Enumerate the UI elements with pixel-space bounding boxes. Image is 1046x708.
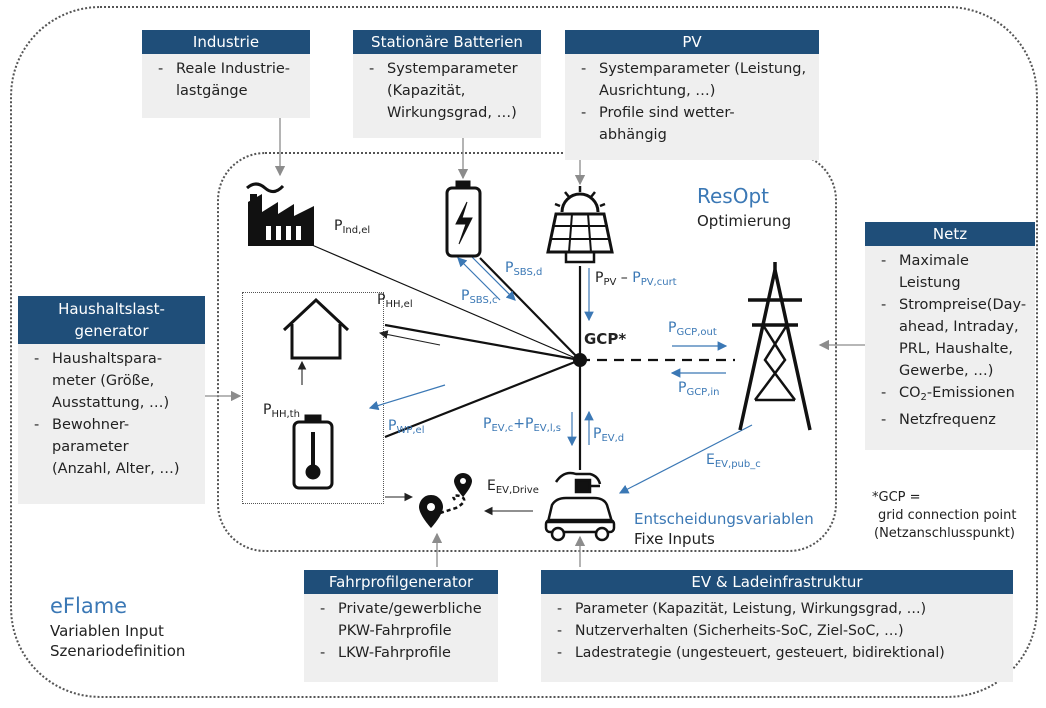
haushalt-box: Haushaltslast-generator Haushaltspara-me…	[18, 296, 205, 504]
label-p-pv: PPV – PPV,curt	[595, 270, 677, 288]
pv-box: PV Systemparameter (Leistung, Ausrichtun…	[565, 30, 819, 160]
label-p-hh-th: PHH,th	[263, 402, 300, 420]
house-icon	[282, 297, 350, 360]
label-p-ind-el: PInd,el	[334, 218, 371, 236]
gcp-node	[573, 353, 587, 367]
ev-title: EV & Ladeinfrastruktur	[541, 570, 1013, 594]
route-icon	[419, 473, 472, 528]
industrie-title: Industrie	[142, 30, 310, 54]
pv-item-1: Systemparameter (Leistung, Ausrichtung, …	[573, 58, 813, 102]
factory-icon	[246, 182, 314, 246]
netz-item-1: Maximale Leistung	[873, 250, 999, 294]
heat-storage-icon	[292, 414, 334, 490]
label-p-sbs-c: PSBS,c	[461, 288, 498, 306]
batterien-item: Systemparameter (Kapazität, Wirkungsgrad…	[361, 58, 535, 124]
gcp-note-line3: (Netzanschlusspunkt)	[874, 526, 1015, 541]
batterien-box: Stationäre Batterien Systemparameter (Ka…	[353, 30, 541, 138]
fahrprofil-box: Fahrprofilgenerator Private/gewerbliche …	[304, 570, 498, 682]
fahrprofil-title: Fahrprofilgenerator	[304, 570, 498, 594]
fahrprofil-item-2: LKW-Fahrprofile	[312, 642, 492, 664]
line-sbs	[479, 257, 581, 361]
netz-item-2: Strompreise(Day-ahead, Intraday, PRL, Ha…	[873, 294, 1026, 382]
legend-black: Fixe Inputs	[634, 530, 715, 548]
arrow-sbs-c	[457, 257, 501, 301]
netz-box: Netz Maximale Leistung Strompreise(Day-a…	[865, 222, 1035, 450]
haushalt-item-2: Bewohner-parameter (Anzahl, Alter, …)	[26, 414, 192, 480]
label-p-sbs-d: PSBS,d	[505, 260, 543, 278]
eflame-line2: Szenariodefinition	[50, 642, 186, 660]
label-p-ev-d: PEV,d	[593, 426, 625, 444]
industrie-item: Reale Industrie-lastgänge	[150, 58, 292, 102]
haushalt-item-1: Haushaltspara-meter (Größe, Ausstattung,…	[26, 348, 182, 414]
label-p-ev-c: PEV,c+PEV,l,s	[483, 416, 561, 434]
eflame-title: eFlame	[50, 594, 128, 618]
label-p-hh-el: PHH,el	[377, 292, 413, 310]
arrow-hh-el	[378, 330, 441, 346]
gcp-note-line2: grid connection point	[878, 508, 1017, 523]
eflame-boundary	[10, 6, 1038, 698]
ev-item-1: Parameter (Kapazität, Leistung, Wirkungs…	[549, 598, 1007, 620]
solar-panel-icon	[546, 186, 614, 264]
line-ind	[311, 244, 581, 361]
gcp-label: GCP*	[584, 330, 627, 348]
arrow-ev-pub-c	[618, 424, 753, 494]
gcp-note-line1: *GCP =	[872, 490, 921, 505]
batterien-title: Stationäre Batterien	[353, 30, 541, 54]
eflame-line1: Variablen Input	[50, 622, 164, 640]
resopt-title: ResOpt	[697, 184, 770, 208]
ev-item-3: Ladestrategie (ungesteuert, gesteuert, b…	[549, 642, 1007, 664]
line-hh	[384, 323, 581, 362]
label-p-gcp-in: PGCP,in	[678, 380, 720, 398]
ev-charging-icon	[544, 471, 616, 542]
ev-box: EV & Ladeinfrastruktur Parameter (Kapazi…	[541, 570, 1013, 682]
label-p-wp-el: PWP,el	[388, 418, 425, 436]
household-group-boundary	[242, 292, 384, 504]
ev-item-2: Nutzerverhalten (Sicherheits-SoC, Ziel-S…	[549, 620, 1007, 642]
industrie-box: Industrie Reale Industrie-lastgänge	[142, 30, 310, 118]
legend-blue: Entscheidungsvariablen	[634, 510, 814, 528]
netz-item-4: Netzfrequenz	[873, 409, 1031, 431]
pv-item-2: Profile sind wetter-abhängig	[573, 102, 774, 146]
line-wp	[384, 358, 581, 439]
pv-title: PV	[565, 30, 819, 54]
label-p-gcp-out: PGCP,out	[668, 320, 717, 338]
netz-item-3: CO2-Emissionen	[873, 382, 1031, 409]
resopt-subtitle: Optimierung	[697, 212, 792, 230]
battery-icon	[445, 180, 482, 258]
netz-title: Netz	[865, 222, 1035, 246]
haushalt-title: Haushaltslast-generator	[18, 296, 205, 344]
label-e-ev-pub-c: EEV,pub_c	[706, 452, 761, 470]
fahrprofil-item-1: Private/gewerbliche PKW-Fahrprofile	[312, 598, 498, 642]
label-e-ev-drive: EEV,Drive	[487, 478, 539, 496]
arrow-sbs-d	[469, 254, 516, 301]
pylon-icon	[738, 262, 812, 431]
resopt-boundary	[217, 152, 837, 552]
arrow-wp-el	[368, 384, 446, 411]
